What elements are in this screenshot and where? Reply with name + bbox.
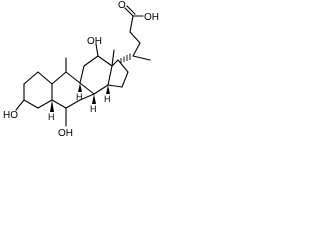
bond-c13-c17 [111, 59, 119, 67]
bond-c1-c10 [37, 99, 53, 109]
bond-c6-c7 [51, 99, 67, 109]
bond-c2-c1 [23, 99, 39, 109]
c6-hydroxyl-label: OH [58, 128, 73, 139]
ring-c [79, 43, 115, 95]
ring-b [51, 57, 95, 127]
bond-c14-c13 [107, 65, 113, 86]
h-c5-label: H [48, 112, 55, 122]
bond-c11-c9 [79, 65, 85, 84]
carbonyl-oxygen-label: O [118, 0, 126, 11]
wedge-h-c14 [106, 85, 110, 94]
bond-c10-c5 [51, 71, 67, 85]
wedge-h-c8 [92, 94, 96, 104]
structure-canvas: O OH OH HO OH H H H H [0, 0, 182, 173]
bond-c20-c21 [132, 55, 151, 61]
bond-c12-oh [95, 43, 99, 57]
h-c14-label: H [104, 94, 111, 104]
bond-c12-c11 [83, 55, 99, 67]
bond-c5-c4 [37, 71, 53, 85]
ring-a [15, 71, 53, 111]
wedge-h-c9 [78, 83, 82, 92]
bond-c9-c8 [79, 82, 95, 95]
hashed-bond-c17-c20 [120, 53, 131, 63]
bond-c8-link [79, 93, 95, 101]
ring-d [107, 59, 129, 88]
bond-c24-o-double-a [124, 7, 134, 17]
bond-c4-c3 [23, 71, 39, 85]
bond-c3-oh [15, 99, 25, 111]
side-chain [120, 5, 151, 63]
bond-c9-c10 [65, 71, 81, 84]
h-c9-label: H [76, 92, 83, 102]
bond-c15-c14 [107, 84, 123, 88]
bond-c7-c8 [65, 99, 81, 109]
acid-hydroxyl-label: OH [144, 12, 159, 23]
h-c8-label: H [90, 104, 97, 114]
bond-c8-c14 [93, 84, 109, 95]
bond-c23-c24 [129, 15, 134, 33]
bond-c16-c15 [121, 71, 129, 88]
c12-hydroxyl-label: OH [87, 36, 102, 47]
c3-hydroxyl-label: HO [3, 110, 18, 121]
bond-c13-c12 [97, 55, 113, 67]
bond-c13-methyl [111, 49, 115, 67]
molecule-diagram: O OH OH HO OH H H H H [3, 0, 159, 139]
bond-c20-c22 [132, 42, 141, 57]
wedge-h-c5 [50, 100, 54, 112]
bond-c24-o-double-b [126, 5, 136, 15]
bond-c22-c23 [129, 31, 141, 44]
bond-c17-c16 [117, 59, 129, 73]
